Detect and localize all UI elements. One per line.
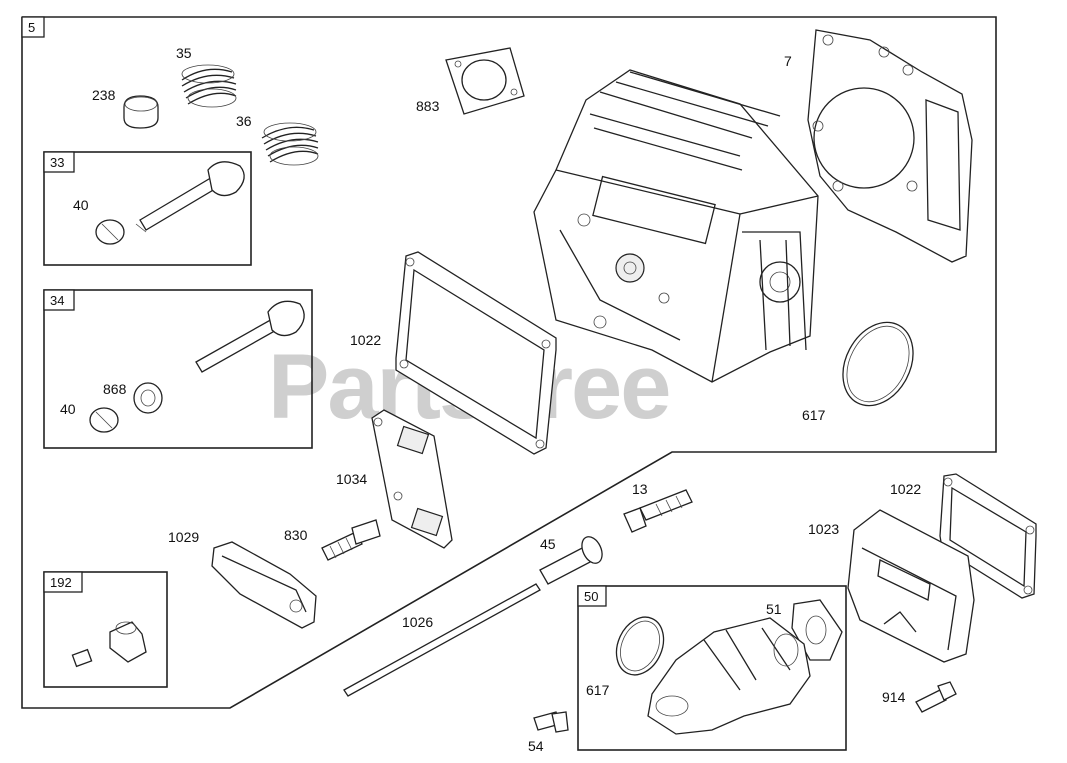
part-label-13: 13 <box>632 481 648 497</box>
rocker-gasket-1022-upper-drawing <box>395 251 557 455</box>
part-label-51: 51 <box>766 601 782 617</box>
part-label-1029: 1029 <box>168 529 199 545</box>
part-label-1026: 1026 <box>402 614 433 630</box>
cylinder-head-drawing <box>533 69 819 383</box>
rocker-stud-830-drawing <box>321 519 381 561</box>
part-label-1022-upper: 1022 <box>350 332 381 348</box>
main-group-outline: 5 <box>21 16 997 709</box>
group-label-50: 50 <box>584 589 598 604</box>
valve-spring-36-drawing <box>261 122 319 166</box>
fitting-192-drawing <box>71 621 147 668</box>
intake-manifold-group: 50 <box>577 585 847 751</box>
o-ring-617-lower-drawing <box>615 616 665 676</box>
part-label-1022-lower: 1022 <box>890 481 921 497</box>
part-label-40-intake: 40 <box>73 197 89 213</box>
part-label-40-exhaust: 40 <box>60 401 76 417</box>
head-gasket-7-drawing <box>807 29 973 263</box>
bolt-54-drawing <box>533 711 569 733</box>
o-ring-617-upper-drawing <box>842 321 914 407</box>
bolt-13-drawing <box>623 489 693 533</box>
tappet-45-drawing <box>539 536 603 585</box>
group-label-34: 34 <box>50 293 64 308</box>
part-label-54: 54 <box>528 738 544 754</box>
group-label-192: 192 <box>50 575 72 590</box>
part-label-36: 36 <box>236 113 252 129</box>
fitting-group: 192 <box>43 571 168 688</box>
group-label-33: 33 <box>50 155 64 170</box>
exhaust-valve-group: 34 <box>43 289 313 449</box>
rocker-gasket-1022-lower-drawing <box>939 473 1037 599</box>
part-label-914: 914 <box>882 689 906 705</box>
intake-manifold-drawing <box>647 617 811 735</box>
intake-valve-drawing <box>95 161 245 245</box>
part-label-868: 868 <box>103 381 127 397</box>
part-label-1023: 1023 <box>808 521 839 537</box>
valve-cap-238-drawing <box>123 95 159 129</box>
bolt-914-drawing <box>915 681 957 713</box>
group-label-5: 5 <box>28 20 35 35</box>
valve-spring-35-drawing <box>181 64 237 108</box>
exhaust-valve-drawing <box>89 300 305 433</box>
breather-plate-1034-drawing <box>371 409 453 549</box>
push-rod-1026-drawing <box>343 583 541 697</box>
part-label-45: 45 <box>540 536 556 552</box>
exhaust-gasket-883-drawing <box>445 47 525 115</box>
part-label-830: 830 <box>284 527 308 543</box>
part-label-238: 238 <box>92 87 116 103</box>
rocker-arm-1029-drawing <box>211 541 317 629</box>
part-label-1034: 1034 <box>336 471 367 487</box>
intake-valve-group: 33 <box>43 151 252 266</box>
rocker-cover-1023-drawing <box>847 509 975 663</box>
part-label-35: 35 <box>176 45 192 61</box>
part-label-617-lower: 617 <box>586 682 610 698</box>
part-labels: 238 35 36 40 868 40 883 7 1022 617 1034 … <box>60 45 921 754</box>
part-label-7: 7 <box>784 53 792 69</box>
part-label-617-upper: 617 <box>802 407 826 423</box>
part-label-883: 883 <box>416 98 440 114</box>
